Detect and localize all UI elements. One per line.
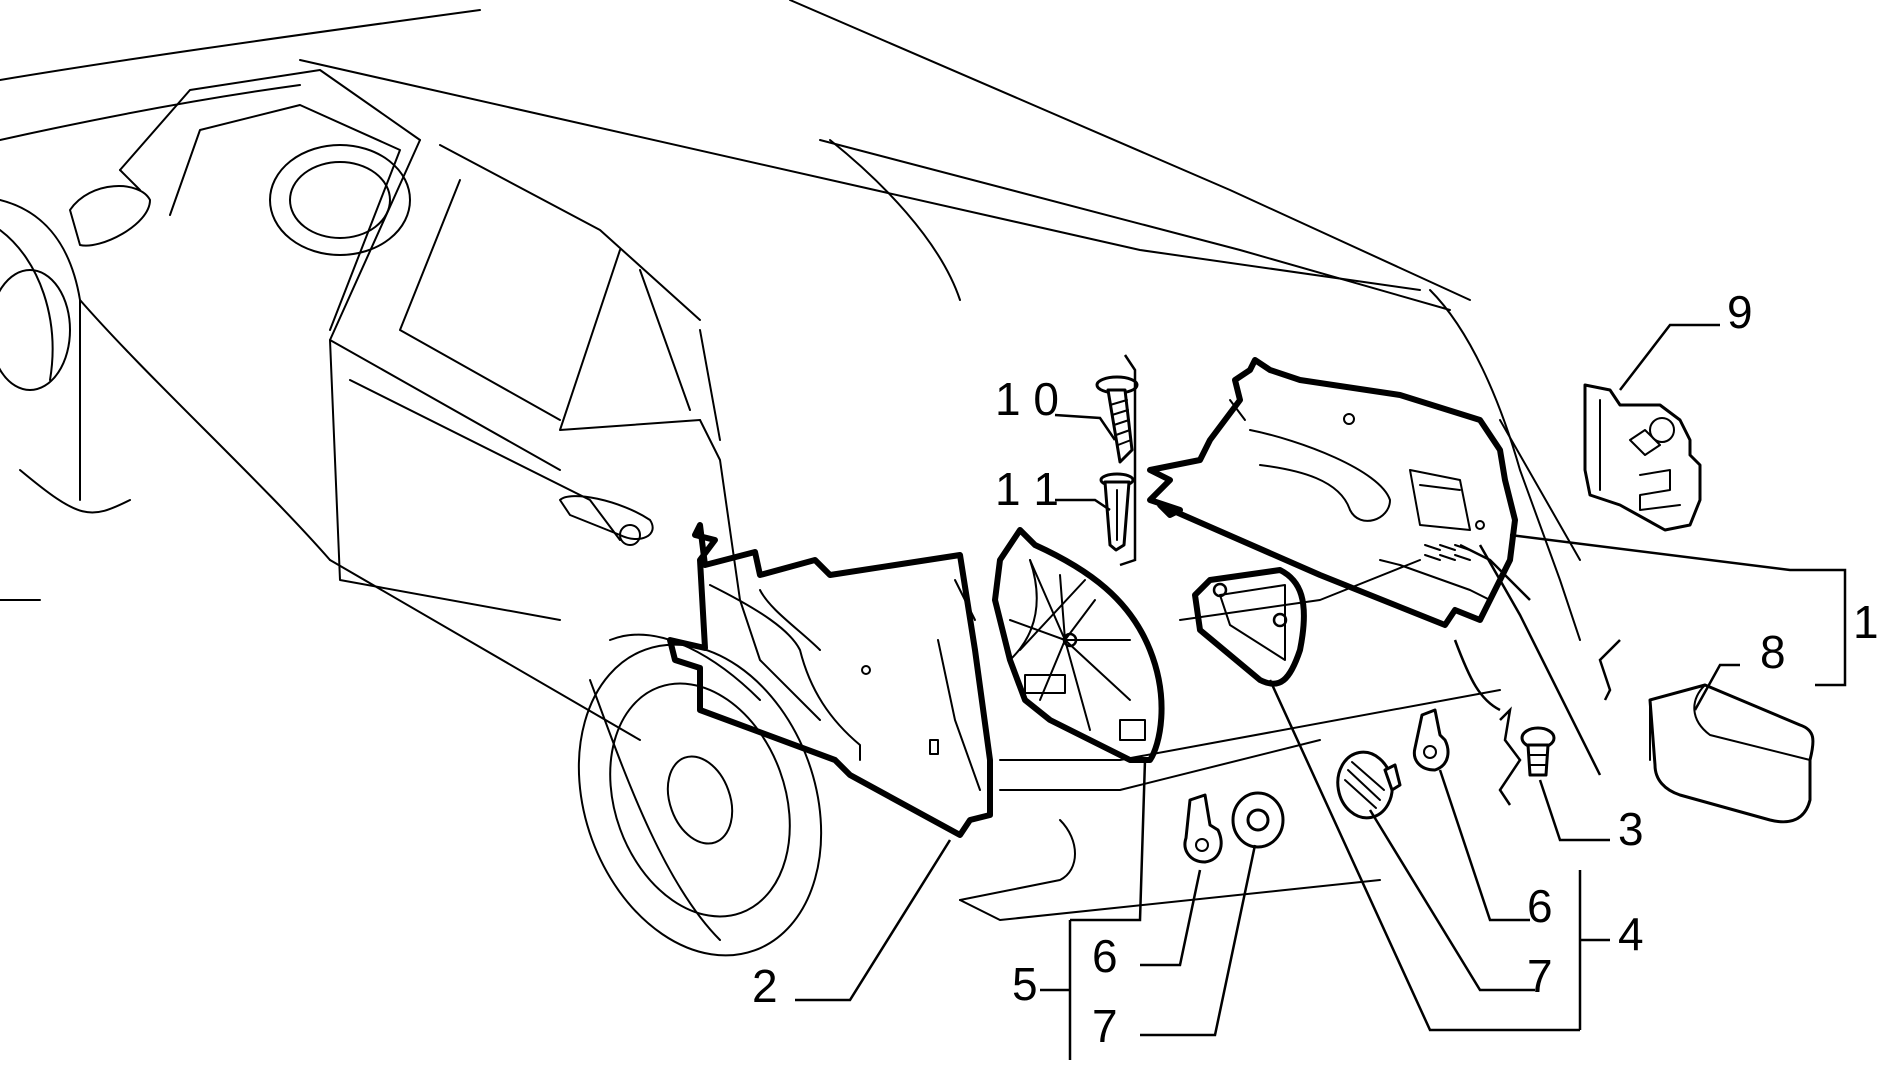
part-2-side-trim-panel	[667, 522, 993, 838]
leader-lines	[795, 323, 1847, 1060]
part-9-bracket	[1583, 383, 1702, 532]
car-body-outline	[0, 0, 1581, 957]
label-11: 1 1	[995, 463, 1059, 515]
label-6-right: 6	[1527, 880, 1553, 932]
label-3: 3	[1618, 803, 1644, 855]
part-1-rear-trim-panel	[1147, 357, 1518, 628]
part-6-fastener-right	[1412, 708, 1450, 772]
label-2: 2	[752, 960, 778, 1012]
label-7-right: 7	[1527, 950, 1553, 1002]
part-7-knob-right	[1336, 750, 1402, 820]
part-11-plug	[1099, 472, 1135, 552]
label-6-left: 6	[1092, 930, 1118, 982]
label-9: 9	[1727, 286, 1753, 338]
label-5: 5	[1012, 958, 1038, 1010]
part-10-screw	[1095, 375, 1139, 464]
label-1: 1	[1853, 596, 1879, 648]
part-7-knob-left	[1231, 791, 1285, 849]
part-5-spare-wheel-cover	[992, 527, 1165, 763]
part-4-access-cover	[1192, 567, 1307, 687]
label-10: 1 0	[995, 373, 1059, 425]
callout-labels: 1 2 3 4 5 6 6 7 7 8 9 1 0 1 1	[752, 286, 1879, 1052]
label-8: 8	[1760, 626, 1786, 678]
label-7-left: 7	[1092, 1000, 1118, 1052]
part-3-push-clip	[1520, 726, 1556, 777]
part-6-fastener-left	[1183, 793, 1223, 864]
label-4: 4	[1618, 908, 1644, 960]
part-8-cover-cap	[1648, 683, 1815, 824]
